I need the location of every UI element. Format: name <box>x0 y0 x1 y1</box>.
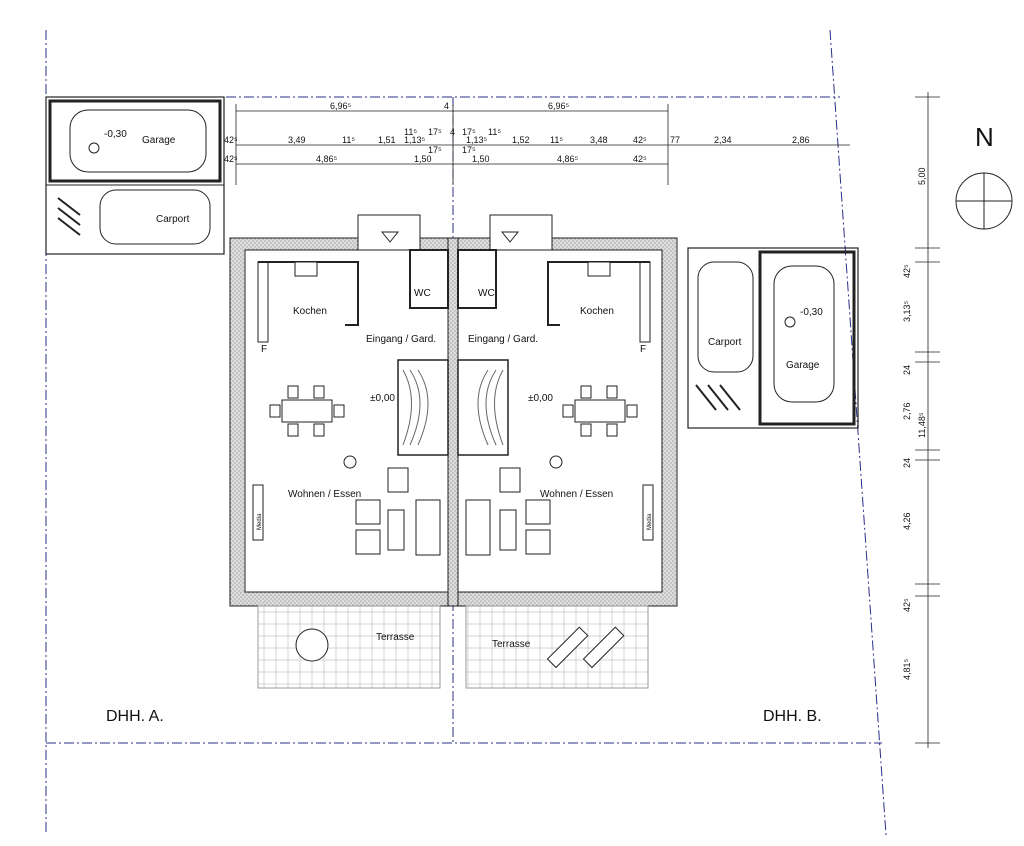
media-a-label: Media <box>257 513 263 530</box>
svg-text:24: 24 <box>902 365 912 375</box>
svg-text:42⁵: 42⁵ <box>633 135 647 145</box>
svg-text:2,76: 2,76 <box>902 402 912 420</box>
terraces <box>257 605 649 689</box>
wohnen-a-label: Wohnen / Essen <box>288 489 361 500</box>
dim-top-right: 6,96⁵ <box>548 101 570 111</box>
wc-b-label: WC <box>478 288 495 299</box>
fridge-b-label: F <box>640 344 646 355</box>
svg-text:1,50: 1,50 <box>472 154 490 164</box>
media-b-label: Media <box>647 513 653 530</box>
svg-text:11,48⁵: 11,48⁵ <box>917 412 927 438</box>
svg-text:17⁵: 17⁵ <box>462 145 476 155</box>
carport-a-label: Carport <box>156 214 190 225</box>
garage-b-level: -0,30 <box>800 307 823 318</box>
garage-carport-b <box>687 247 859 429</box>
wohnen-b-label: Wohnen / Essen <box>540 489 613 500</box>
svg-text:4,86⁵: 4,86⁵ <box>316 154 338 164</box>
unit-a-label: DHH. A. <box>106 708 164 725</box>
dim-row-3: 42⁵ 4,86⁵ 1,50 17⁵ 17⁵ 1,50 4,86⁵ 42⁵ <box>224 145 647 164</box>
eingang-a-label: Eingang / Gard. <box>366 334 436 345</box>
svg-text:4: 4 <box>450 127 455 137</box>
terrasse-a-label: Terrasse <box>376 632 415 643</box>
kochen-b-label: Kochen <box>580 306 614 317</box>
svg-text:2,34: 2,34 <box>714 135 732 145</box>
unit-b-label: DHH. B. <box>763 708 822 725</box>
dim-row-2: 42⁵ 3,49 11⁵ 1,51 11⁵ 1,13⁵ 17⁵ 4 17⁵ 1,… <box>224 127 810 145</box>
svg-text:3,13⁵: 3,13⁵ <box>902 300 912 322</box>
garage-carport-a <box>45 96 225 255</box>
svg-text:4,26: 4,26 <box>902 512 912 530</box>
svg-text:1,51: 1,51 <box>378 135 396 145</box>
dim-top-left: 6,96⁵ <box>330 101 352 111</box>
svg-text:4,81⁵: 4,81⁵ <box>902 658 912 680</box>
svg-text:1,13⁵: 1,13⁵ <box>466 135 488 145</box>
carport-b-label: Carport <box>708 337 742 348</box>
svg-text:5,00: 5,00 <box>917 167 927 185</box>
garage-a-label: Garage <box>142 135 176 146</box>
north-arrow-icon <box>955 172 1013 230</box>
svg-text:24: 24 <box>902 458 912 468</box>
dim-right-labels: 5,00 42⁵ 3,13⁵ 24 2,76 11,48⁵ 24 4,26 42… <box>902 167 927 680</box>
eingang-b-label: Eingang / Gard. <box>468 334 538 345</box>
svg-text:2,86: 2,86 <box>792 135 810 145</box>
svg-text:17⁵: 17⁵ <box>462 127 476 137</box>
svg-text:42⁵: 42⁵ <box>224 154 238 164</box>
svg-text:1,13⁵: 1,13⁵ <box>404 135 426 145</box>
svg-text:17⁵: 17⁵ <box>428 127 442 137</box>
north-label: N <box>975 122 994 152</box>
kochen-a-label: Kochen <box>293 306 327 317</box>
level-a-label: ±0,00 <box>370 393 395 404</box>
svg-text:1,52: 1,52 <box>512 135 530 145</box>
svg-text:1,50: 1,50 <box>414 154 432 164</box>
svg-text:17⁵: 17⁵ <box>428 145 442 155</box>
level-b-label: ±0,00 <box>528 393 553 404</box>
top-dimension-lines <box>235 104 850 185</box>
svg-text:42⁵: 42⁵ <box>224 135 238 145</box>
furniture <box>269 261 638 556</box>
svg-text:11⁵: 11⁵ <box>342 135 355 145</box>
svg-text:11⁵: 11⁵ <box>488 127 501 137</box>
svg-text:77: 77 <box>670 135 680 145</box>
garage-b-label: Garage <box>786 360 820 371</box>
svg-text:3,49: 3,49 <box>288 135 306 145</box>
svg-text:11⁵: 11⁵ <box>404 127 417 137</box>
svg-text:42⁵: 42⁵ <box>902 264 912 278</box>
svg-text:4,86⁵: 4,86⁵ <box>557 154 579 164</box>
right-dimension-line <box>915 92 940 748</box>
terrasse-b-label: Terrasse <box>492 639 531 650</box>
svg-text:42⁵: 42⁵ <box>633 154 647 164</box>
wc-a-label: WC <box>414 288 431 299</box>
dim-top-mid: 4 <box>444 101 449 111</box>
svg-text:3,48: 3,48 <box>590 135 608 145</box>
garage-a-level: -0,30 <box>104 129 127 140</box>
fridge-a-label: F <box>261 344 267 355</box>
svg-text:42⁵: 42⁵ <box>902 598 912 612</box>
svg-text:11⁵: 11⁵ <box>550 135 563 145</box>
